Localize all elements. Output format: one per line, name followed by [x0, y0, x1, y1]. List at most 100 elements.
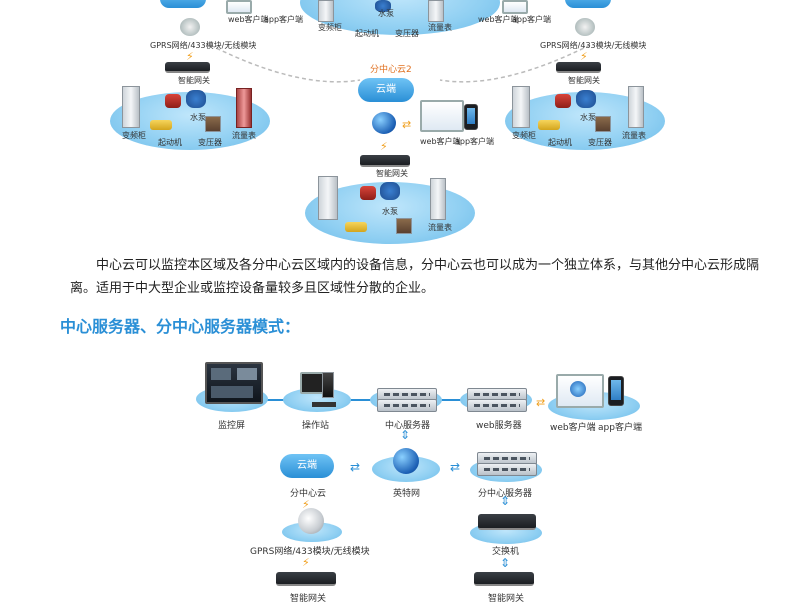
vertical-arrow-icon: ⇕	[500, 494, 511, 508]
label-center-server: 中心服务器	[385, 421, 431, 431]
starter-icon	[538, 120, 560, 130]
label-sub-center-server: 分中心服务器	[478, 489, 533, 499]
pump-icon	[380, 182, 400, 200]
monitor-screen-icon	[205, 362, 263, 404]
label-app-client: app客户端	[598, 423, 642, 433]
motor-icon	[165, 94, 181, 108]
label-app-client: app客户端	[264, 15, 304, 24]
signal-arrow-icon: ⇄	[536, 397, 546, 409]
motor-icon	[360, 186, 376, 200]
description-paragraph: 中心云可以监控本区域及各分中心云区域内的设备信息，分中心云也可以成为一个独立体系…	[70, 254, 760, 300]
vertical-arrow-icon: ⇕	[400, 428, 411, 442]
paragraph-line-1: 中心云可以监控本区域及各分中心云区域内的设备信息，分中心云也可以成为一个独立体系…	[96, 258, 760, 273]
cloud-text: 云端	[297, 460, 317, 471]
transformer-icon	[396, 218, 412, 234]
label-web-client: web客户端	[420, 137, 461, 146]
cabinet-icon	[318, 0, 334, 22]
flow-meter-cabinet-icon	[236, 88, 252, 128]
web-client-monitor-icon	[556, 374, 604, 408]
label-pump: 水泵	[382, 207, 398, 216]
label-transformer: 变压器	[198, 138, 222, 147]
frequency-cabinet-icon	[318, 176, 338, 220]
sub-center-cloud-2-icon: 云端	[358, 78, 414, 102]
switch-icon	[478, 514, 536, 530]
vertical-arrow-icon: ⇕	[500, 556, 511, 570]
label-starter: 起动机	[355, 29, 379, 38]
signal-arrow-icon: ⚡	[580, 51, 588, 63]
web-server-icon	[467, 399, 527, 412]
pump-icon	[375, 0, 391, 12]
label-flow-meter: 流量表	[428, 23, 452, 32]
label-smart-gateway: 智能网关	[488, 594, 525, 604]
horizontal-arrow-icon: ⇄	[450, 460, 461, 474]
label-gprs: GPRS网络/433模块/无线模块	[250, 547, 370, 557]
transformer-icon	[595, 116, 611, 132]
starter-icon	[345, 222, 367, 232]
label-web-client: web客户端	[228, 15, 269, 24]
web-client-monitor-icon	[502, 0, 528, 14]
pump-icon	[186, 90, 206, 108]
transformer-icon	[205, 116, 221, 132]
label-operator-station: 操作站	[302, 421, 330, 431]
dashed-connection-arcs	[209, 44, 591, 83]
operator-station-tower-icon	[322, 372, 334, 398]
label-starter: 起动机	[158, 138, 182, 147]
starter-icon	[150, 120, 172, 130]
motor-icon	[555, 94, 571, 108]
label-web-client: web客户端	[478, 15, 519, 24]
globe-icon	[372, 112, 396, 134]
section-heading: 中心服务器、分中心服务器模式：	[60, 317, 301, 336]
wireless-module-icon	[575, 18, 595, 36]
signal-arrow-icon: ⚡	[186, 51, 194, 63]
wireless-module-icon	[180, 18, 200, 36]
label-pump: 水泵	[378, 9, 394, 18]
label-smart-gateway: 智能网关	[376, 169, 408, 178]
cloud-icon	[160, 0, 206, 8]
app-client-phone-icon	[464, 104, 478, 130]
label-smart-gateway: 智能网关	[290, 594, 327, 604]
signal-arrow-icon: ⚡	[302, 557, 310, 569]
label-flow-meter: 流量表	[428, 223, 452, 232]
label-gprs: GPRS网络/433模块/无线模块	[540, 41, 647, 50]
label-frequency-cabinet: 变频柜	[318, 23, 342, 32]
sub-center-cloud-icon: 云端	[280, 454, 334, 478]
label-gprs: GPRS网络/433模块/无线模块	[150, 41, 257, 50]
label-transformer: 变压器	[395, 29, 419, 38]
cloud-text: 云端	[376, 84, 396, 95]
label-switch: 交换机	[492, 547, 520, 557]
frequency-cabinet-icon	[512, 86, 530, 128]
label-monitor-screen: 监控屏	[218, 421, 246, 431]
label-sub-center-cloud-2: 分中心云2	[370, 65, 412, 75]
label-flow-meter: 流量表	[232, 131, 256, 140]
flow-meter-cabinet-icon	[430, 178, 446, 220]
smart-gateway-icon	[276, 572, 336, 586]
label-flow-meter: 流量表	[622, 131, 646, 140]
label-pump: 水泵	[580, 113, 596, 122]
cabinet-icon	[428, 0, 444, 22]
horizontal-arrow-icon: ⇄	[350, 460, 361, 474]
label-transformer: 变压器	[588, 138, 612, 147]
smart-gateway-icon	[165, 62, 210, 73]
signal-arrow-icon: ⚡	[380, 141, 388, 153]
label-pump: 水泵	[190, 113, 206, 122]
wireless-module-icon	[298, 508, 324, 534]
smart-gateway-icon	[360, 155, 410, 167]
smart-gateway-icon	[474, 572, 534, 586]
label-frequency-cabinet: 变频柜	[122, 131, 146, 140]
label-internet: 英特网	[393, 489, 421, 499]
app-client-phone-icon	[608, 376, 624, 406]
label-app-client: app客户端	[455, 137, 495, 146]
pump-icon	[576, 90, 596, 108]
label-web-client: web客户端	[550, 423, 596, 433]
operator-station-monitor-icon	[300, 372, 324, 394]
sub-center-server-icon	[477, 463, 537, 476]
flow-meter-cabinet-icon	[628, 86, 644, 128]
label-sub-center-cloud: 分中心云	[290, 489, 327, 499]
cloud-icon	[565, 0, 611, 8]
label-app-client: app客户端	[512, 15, 552, 24]
center-server-icon	[377, 399, 437, 412]
frequency-cabinet-icon	[122, 86, 140, 128]
label-starter: 起动机	[548, 138, 572, 147]
signal-arrow-icon: ⇄	[402, 119, 412, 131]
